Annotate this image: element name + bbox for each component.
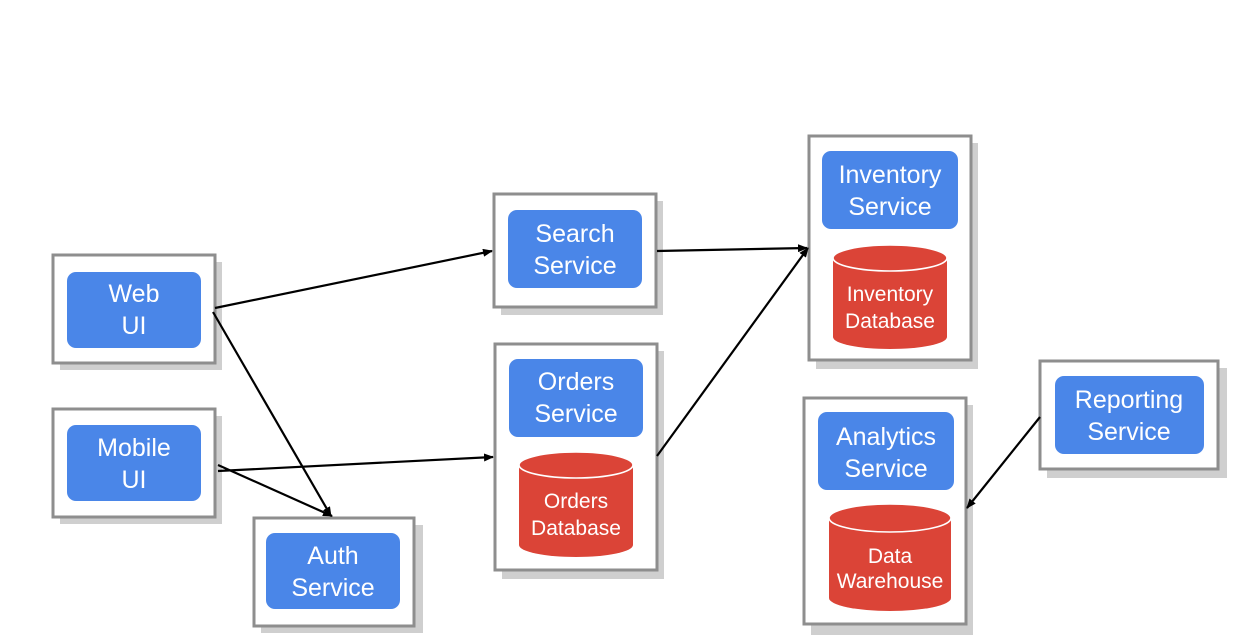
auth-service-box[interactable]	[266, 533, 400, 609]
auth-service-node[interactable]: Auth Service	[252, 516, 423, 633]
orders-database-label-line2: Database	[531, 517, 621, 540]
data-warehouse-cylinder-icon	[828, 503, 952, 611]
inventory-database-cylinder-icon	[832, 244, 948, 349]
inventory-service-label-line2: Service	[848, 193, 931, 221]
web-ui-label-line2: UI	[122, 312, 147, 340]
orders-service-label-line1: Orders	[538, 368, 614, 396]
search-service-node[interactable]: Search Service	[492, 192, 663, 315]
mobile-ui-box[interactable]	[67, 425, 201, 501]
edge-mobile-ui-to-auth-service	[217, 463, 333, 518]
orders-service-box[interactable]	[509, 359, 643, 437]
inventory-database-label-line1: Inventory	[847, 283, 934, 306]
analytics-service-label-line1: Analytics	[836, 423, 936, 451]
mobile-ui-label-line1: Mobile	[97, 434, 171, 462]
orders-database-cylinder-icon	[518, 451, 634, 557]
orders-service-label-line2: Service	[534, 400, 617, 428]
edge-orders-to-inventory-service	[656, 247, 809, 457]
reporting-service-box[interactable]	[1055, 376, 1204, 454]
auth-service-label-line1: Auth	[307, 542, 358, 570]
search-service-label-line1: Search	[535, 220, 614, 248]
mobile-ui-label-line2: UI	[122, 466, 147, 494]
inventory-service-node[interactable]: Inventory Service Inventory Database	[807, 134, 978, 369]
inventory-service-label-line1: Inventory	[839, 161, 942, 189]
reporting-service-label-line1: Reporting	[1075, 386, 1183, 414]
analytics-service-node[interactable]: Analytics Service Data Warehouse	[802, 396, 973, 635]
web-ui-box[interactable]	[67, 272, 201, 348]
mobile-ui-node[interactable]: Mobile UI	[51, 407, 222, 524]
auth-service-label-line2: Service	[291, 574, 374, 602]
reporting-service-label-line2: Service	[1087, 418, 1170, 446]
analytics-service-label-line2: Service	[844, 455, 927, 483]
inventory-database-label-line2: Database	[845, 310, 935, 333]
analytics-service-box[interactable]	[818, 412, 954, 490]
inventory-service-box[interactable]	[822, 151, 958, 229]
edge-mobile-ui-to-orders-service	[217, 453, 494, 473]
edge-web-ui-to-auth-service	[212, 311, 332, 517]
edge-web-ui-to-search-service	[214, 248, 493, 310]
web-ui-node[interactable]: Web UI	[51, 253, 222, 370]
edge-search-to-inventory-service	[656, 244, 808, 253]
data-warehouse-label-line2: Warehouse	[837, 570, 944, 593]
edge-reporting-to-analytics-service	[966, 416, 1041, 509]
data-warehouse-label-line1: Data	[868, 545, 913, 568]
orders-database-label-line1: Orders	[544, 490, 608, 513]
web-ui-label-line1: Web	[109, 280, 160, 308]
search-service-label-line2: Service	[533, 252, 616, 280]
orders-service-node[interactable]: Orders Service Orders Database	[493, 342, 664, 579]
search-service-box[interactable]	[508, 210, 642, 288]
reporting-service-node[interactable]: Reporting Service	[1038, 359, 1227, 478]
